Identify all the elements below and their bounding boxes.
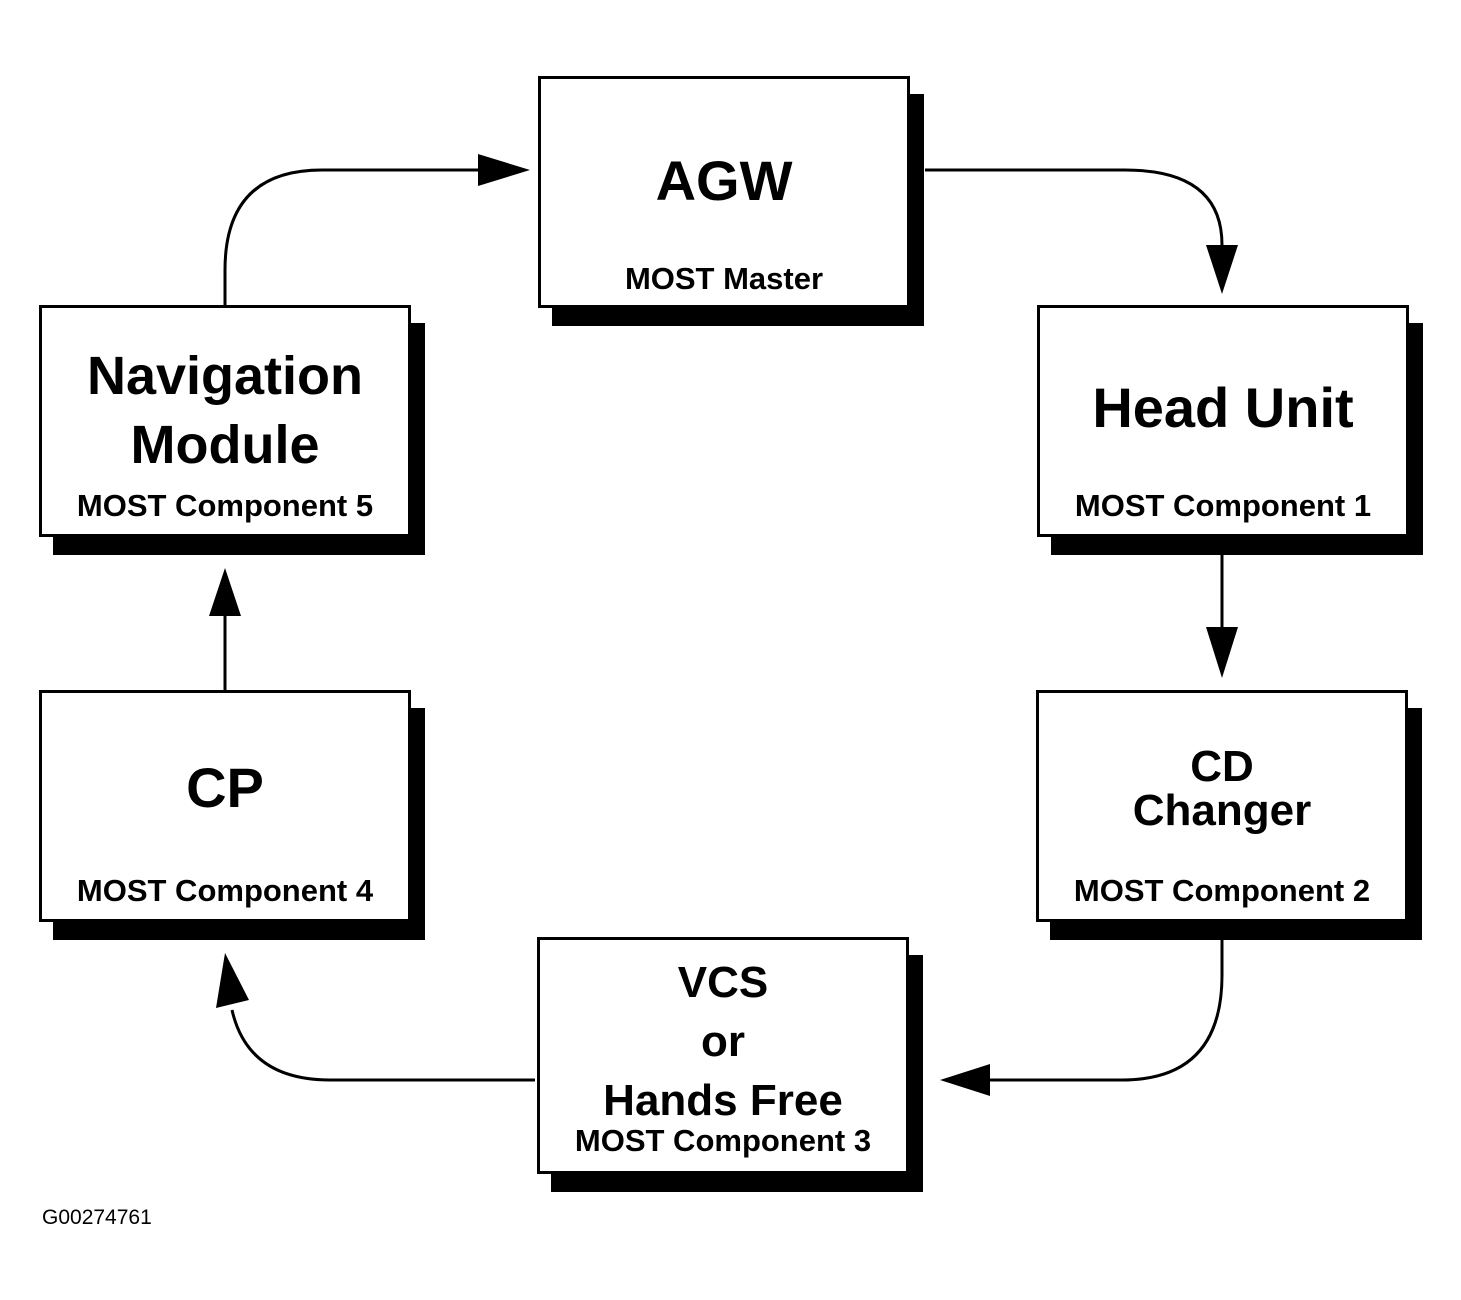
node-vcs-title: VCS or Hands Free xyxy=(603,958,843,1125)
node-cd-changer-subtitle: MOST Component 2 xyxy=(1073,873,1371,908)
node-vcs: VCS or Hands Free MOST Component 3 xyxy=(537,937,909,1174)
edge-vcs-to-cp xyxy=(230,1009,535,1082)
figure-id: G00274761 xyxy=(42,1206,152,1229)
node-head-unit: Head Unit MOST Component 1 xyxy=(1037,305,1409,537)
node-navigation-module-title: Navigation Module xyxy=(86,346,364,476)
node-head-unit-subtitle: MOST Component 1 xyxy=(1074,488,1372,523)
node-cp-title: CP xyxy=(186,756,264,819)
node-navigation-module-subtitle: MOST Component 5 xyxy=(76,488,374,523)
arrowhead-cd-changer xyxy=(1206,627,1238,678)
node-head-unit-title: Head Unit xyxy=(1092,376,1354,439)
edge-cd-changer-to-vcs xyxy=(990,940,1224,1082)
node-navigation-module: Navigation Module MOST Component 5 xyxy=(39,305,411,537)
arrowhead-head-unit xyxy=(1206,245,1238,294)
edge-agw-to-head-unit xyxy=(925,168,1224,246)
node-cd-changer-title: CD Changer xyxy=(1132,742,1312,835)
node-cp-subtitle: MOST Component 4 xyxy=(76,873,374,908)
arrowhead-navigation xyxy=(209,568,241,616)
arrowhead-vcs xyxy=(940,1064,990,1096)
node-vcs-subtitle: MOST Component 3 xyxy=(574,1123,872,1158)
node-agw-subtitle: MOST Master xyxy=(624,261,824,296)
edge-navigation-to-agw xyxy=(223,168,478,305)
node-cd-changer: CD Changer MOST Component 2 xyxy=(1036,690,1408,922)
arrowhead-agw xyxy=(478,154,530,186)
node-agw: AGW MOST Master xyxy=(538,76,910,308)
node-agw-title: AGW xyxy=(655,149,793,212)
arrowhead-cp xyxy=(216,953,249,1008)
node-cp: CP MOST Component 4 xyxy=(39,690,411,922)
